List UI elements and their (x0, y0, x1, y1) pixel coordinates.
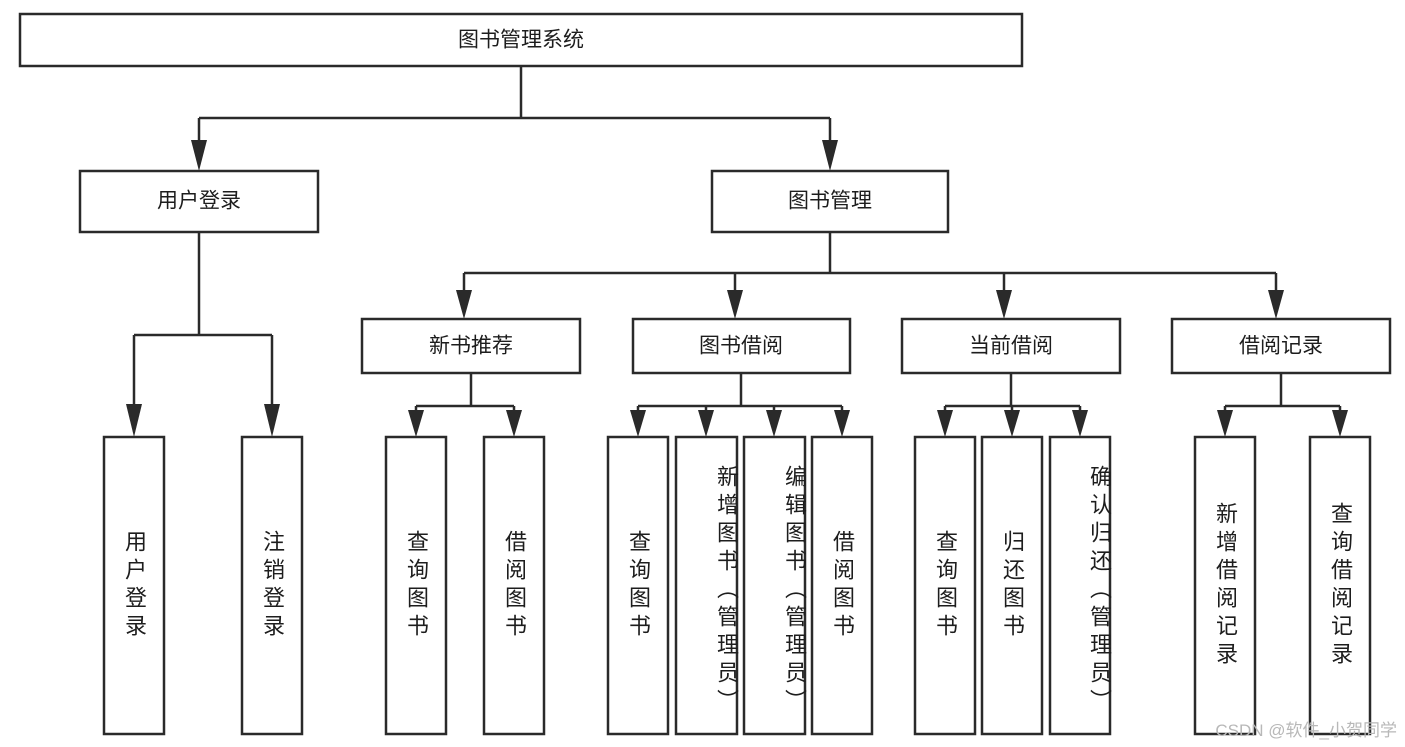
node-leaf-query-book-2[interactable] (606, 435, 670, 736)
arrow-head-leaf-query-record (1332, 410, 1348, 437)
node-leaf-query-book-2-box[interactable] (606, 435, 670, 736)
node-leaf-confirm-return[interactable] (1048, 435, 1112, 736)
arrow-head-leaf-add-record (1217, 410, 1233, 437)
node-current-borrow[interactable]: 当前借阅 (900, 317, 1122, 375)
arrow-head-book-manage (822, 140, 838, 171)
arrow-head-leaf-add-book (698, 410, 714, 437)
arrow-head-leaf-edit-book (766, 410, 782, 437)
node-borrow-record-label: 借阅记录 (1239, 335, 1323, 358)
node-leaf-edit-book-box[interactable] (742, 435, 807, 736)
node-new-book-recommend[interactable]: 新书推荐 (360, 317, 582, 375)
node-leaf-borrow-book-2-box[interactable] (810, 435, 874, 736)
arrow-head-leaf-query-book-3 (937, 410, 953, 437)
node-leaf-borrow-book-1-box[interactable] (482, 435, 546, 736)
arrow-head-leaf-confirm-return (1072, 410, 1088, 437)
node-root[interactable]: 图书管理系统 (18, 12, 1024, 68)
arrow-head-leaf-return-book (1004, 410, 1020, 437)
node-leaf-edit-book[interactable] (742, 435, 807, 736)
node-user-login-label: 用户登录 (157, 190, 241, 213)
node-leaf-borrow-book-2[interactable] (810, 435, 874, 736)
node-leaf-query-record-box[interactable] (1308, 435, 1372, 736)
arrow-head-user-login (191, 140, 207, 171)
arrow-head-leaf-query-book-1 (408, 410, 424, 437)
node-current-borrow-label: 当前借阅 (969, 335, 1053, 358)
node-leaf-confirm-return-box[interactable] (1048, 435, 1112, 736)
arrow-head-leaf-borrow-book-1 (506, 410, 522, 437)
node-leaf-return-book[interactable] (980, 435, 1044, 736)
node-root-box[interactable] (18, 12, 1024, 68)
arrow-head-book-borrow (727, 290, 743, 319)
node-book-manage-box[interactable] (710, 169, 950, 234)
arrow-head-leaf-user-login (126, 404, 142, 437)
node-leaf-add-book[interactable] (674, 435, 739, 736)
node-leaf-query-book-1[interactable] (384, 435, 448, 736)
arrow-head-leaf-user-logout (264, 404, 280, 437)
node-user-login-box[interactable] (78, 169, 320, 234)
node-leaf-user-logout-box[interactable] (240, 435, 304, 736)
arrow-head-leaf-query-book-2 (630, 410, 646, 437)
node-new-book-recommend-box[interactable] (360, 317, 582, 375)
node-leaf-query-book-3[interactable] (913, 435, 977, 736)
node-book-manage[interactable]: 图书管理 (710, 169, 950, 234)
node-leaf-borrow-book-1[interactable] (482, 435, 546, 736)
node-leaf-user-logout[interactable] (240, 435, 304, 736)
node-borrow-record[interactable]: 借阅记录 (1170, 317, 1392, 375)
node-borrow-record-box[interactable] (1170, 317, 1392, 375)
node-leaf-query-book-1-box[interactable] (384, 435, 448, 736)
arrow-head-current-borrow (996, 290, 1012, 319)
node-leaf-add-record[interactable] (1193, 435, 1257, 736)
node-user-login[interactable]: 用户登录 (78, 169, 320, 234)
arrow-head-borrow-record (1268, 290, 1284, 319)
node-leaf-return-book-box[interactable] (980, 435, 1044, 736)
node-leaf-user-login-box[interactable] (102, 435, 166, 736)
node-book-manage-label: 图书管理 (788, 190, 872, 213)
node-new-book-recommend-label: 新书推荐 (429, 335, 513, 358)
arrow-head-leaf-borrow-book-2 (834, 410, 850, 437)
node-leaf-query-book-3-box[interactable] (913, 435, 977, 736)
node-leaf-query-record[interactable] (1308, 435, 1372, 736)
csdn-watermark: CSDN @软件_小贺同学 (1215, 721, 1397, 740)
node-leaf-add-record-box[interactable] (1193, 435, 1257, 736)
node-leaf-user-login[interactable] (102, 435, 166, 736)
node-book-borrow-label: 图书借阅 (699, 335, 783, 358)
node-leaf-add-book-box[interactable] (674, 435, 739, 736)
node-book-borrow-box[interactable] (631, 317, 852, 375)
connector-layer (126, 66, 1348, 437)
node-book-borrow[interactable]: 图书借阅 (631, 317, 852, 375)
node-current-borrow-box[interactable] (900, 317, 1122, 375)
node-root-label: 图书管理系统 (458, 29, 584, 52)
arrow-head-new-book-recommend (456, 290, 472, 319)
